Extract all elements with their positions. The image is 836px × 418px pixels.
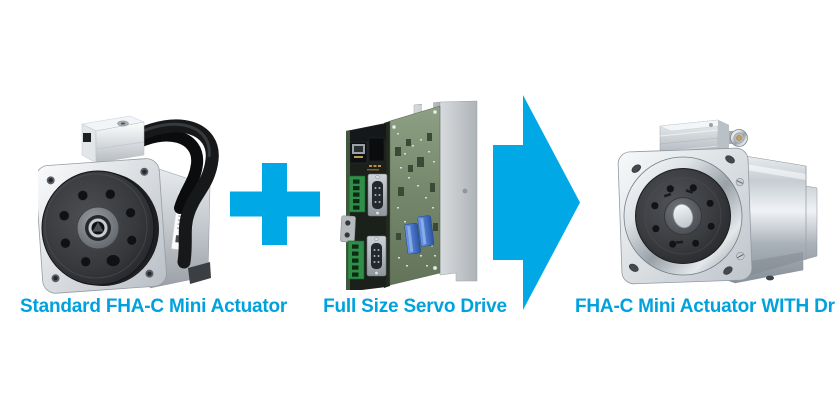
connector-panel: [340, 123, 388, 290]
actuator-with-drive-image: [613, 110, 828, 290]
terminal-block-lower: [347, 240, 365, 280]
actuator-with-drive-label: FHA-C Mini Actuator WITH Drive: [575, 296, 836, 317]
output-faceplate: [623, 156, 743, 276]
standard-actuator-image: [38, 108, 238, 298]
plus-icon: [230, 163, 320, 245]
dsub-connector-lower: [366, 235, 387, 277]
motor-cable: [125, 119, 219, 269]
output-faceplate: [41, 170, 159, 286]
status-leds: [369, 165, 381, 167]
round-connector: [729, 129, 748, 147]
servo-drive-image: [334, 95, 484, 290]
terminal-block-upper: [348, 175, 366, 213]
io-module: [368, 137, 385, 162]
encoder-connector-block: [81, 115, 145, 164]
ethernet-port: [349, 141, 368, 164]
actuator-photo-svg: [38, 115, 219, 294]
actuator-render-svg: [617, 119, 818, 285]
standard-actuator-label: Standard FHA-C Mini Actuator: [20, 296, 288, 317]
pcb-board: [384, 105, 441, 288]
mounting-tab: [340, 215, 356, 243]
capacitors: [404, 215, 435, 255]
servo-drive-label: Full Size Servo Drive: [323, 296, 507, 317]
servo-drive-photo-svg: [340, 100, 478, 290]
arrow-right-icon: [493, 95, 581, 310]
flange-screw: [735, 177, 745, 261]
dsub-connector-upper: [367, 173, 388, 217]
